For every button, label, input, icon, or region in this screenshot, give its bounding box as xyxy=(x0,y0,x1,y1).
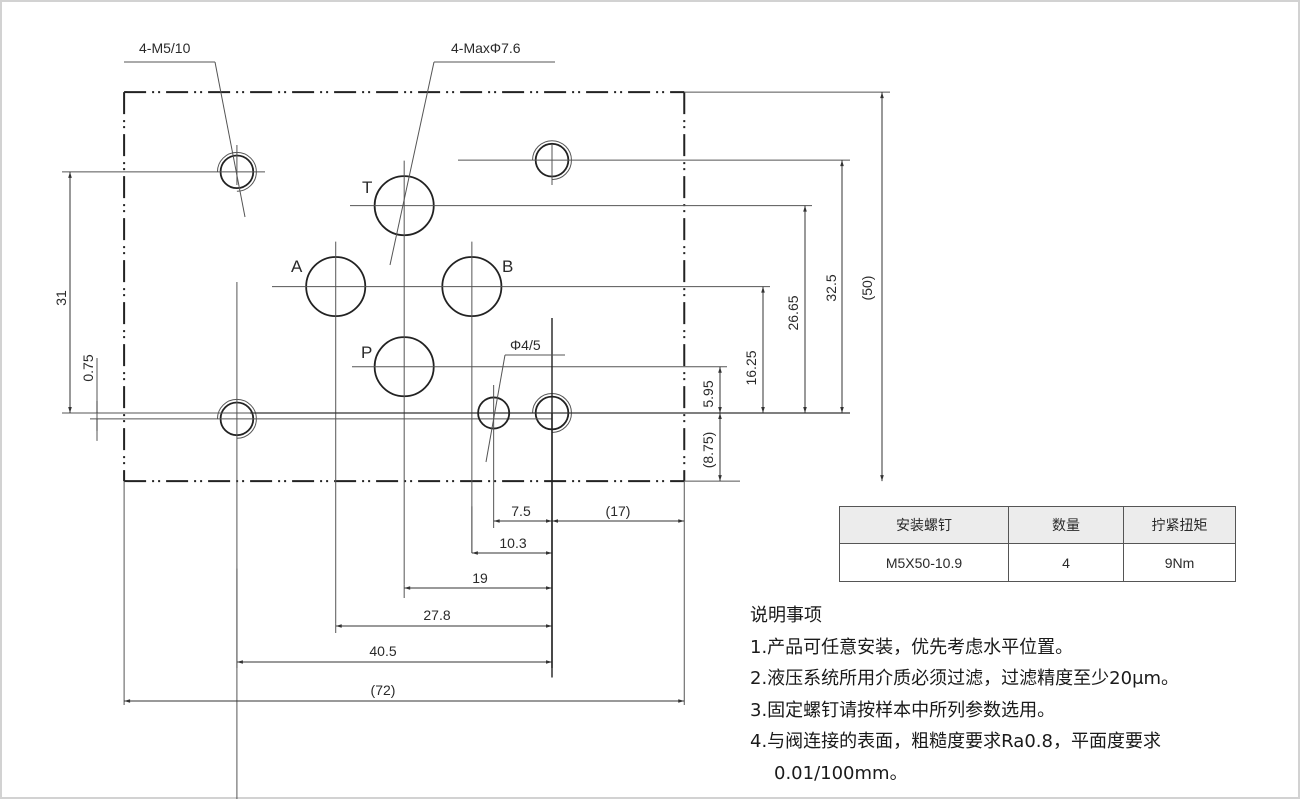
leader-pin xyxy=(485,354,506,463)
dim-label-50: (50) xyxy=(859,276,875,301)
dim-label-31: 31 xyxy=(53,290,69,306)
header-quantity: 数量 xyxy=(1008,506,1124,544)
dim-label-5-95: 5.95 xyxy=(700,380,716,407)
callout-mount-thread: 4-M5/10 xyxy=(139,40,191,56)
cell-screw: M5X50-10.9 xyxy=(839,543,1009,582)
callout-port-diameter: 4-MaxΦ7.6 xyxy=(451,40,521,56)
dim-label-16-25: 16.25 xyxy=(743,350,759,385)
port-label-b: B xyxy=(502,257,513,276)
note-item: 2.液压系统所用介质必须过滤，过滤精度至少20μm。 xyxy=(750,668,1180,689)
cell-quantity: 4 xyxy=(1008,543,1124,582)
notes-title: 说明事项 xyxy=(750,605,822,626)
callout-pin-hole: Φ4/5 xyxy=(510,337,541,353)
dim-label-8-75: (8.75) xyxy=(700,432,716,469)
mount-thread-arc-4 xyxy=(532,393,572,433)
notes-section: 说明事项 1.产品可任意安装，优先考虑水平位置。 2.液压系统所用介质必须过滤，… xyxy=(750,600,1179,789)
port-label-p: P xyxy=(361,343,372,362)
table-row: M5X50-10.9 4 9Nm xyxy=(839,543,1236,582)
leader-mount-thread xyxy=(214,61,246,218)
dim-label-32-5: 32.5 xyxy=(823,274,839,301)
leader-port xyxy=(389,61,435,266)
table-header-row: 安装螺钉 数量 拧紧扭矩 xyxy=(839,506,1236,544)
note-item: 1.产品可任意安装，优先考虑水平位置。 xyxy=(750,636,1074,658)
dim-label-26-65: 26.65 xyxy=(785,295,801,330)
mounting-screw-table: 安装螺钉 数量 拧紧扭矩 M5X50-10.9 4 9Nm xyxy=(839,506,1236,582)
dim-label-27-8: 27.8 xyxy=(423,607,450,623)
dim-label-17: (17) xyxy=(606,503,631,519)
header-torque: 拧紧扭矩 xyxy=(1123,506,1236,544)
cell-torque: 9Nm xyxy=(1123,543,1236,582)
port-label-t: T xyxy=(362,178,372,197)
mount-thread-arc-2 xyxy=(216,398,257,439)
dim-label-10-3: 10.3 xyxy=(499,535,526,551)
note-item: 3.固定螺钉请按样本中所列参数选用。 xyxy=(750,699,1056,721)
dim-label-19: 19 xyxy=(472,570,488,586)
dim-label-72: (72) xyxy=(371,682,396,698)
mount-thread-arc-3 xyxy=(532,140,572,181)
dim-label-7-5: 7.5 xyxy=(511,503,531,519)
note-item: 0.01/100mm。 xyxy=(774,762,908,784)
dim-label-0-75: 0.75 xyxy=(80,354,96,381)
dim-label-40-5: 40.5 xyxy=(369,643,396,659)
port-label-a: A xyxy=(291,257,303,276)
mount-thread-arc-1 xyxy=(216,151,257,192)
header-screw: 安装螺钉 xyxy=(839,506,1009,544)
note-item: 4.与阀连接的表面，粗糙度要求Ra0.8，平面度要求 xyxy=(750,731,1161,752)
